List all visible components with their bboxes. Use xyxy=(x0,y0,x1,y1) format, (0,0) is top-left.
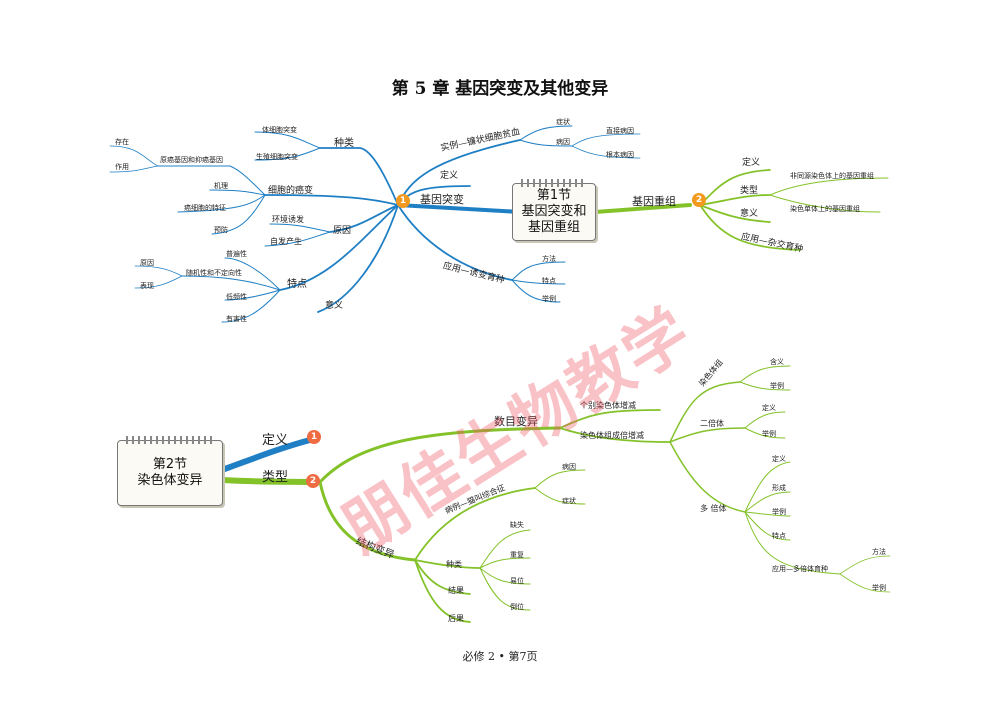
leaf-cause-1: 自发产生 xyxy=(270,237,302,246)
leaf-kinds-3: 倒位 xyxy=(510,603,524,611)
leaf-poly-4: 应用—多倍体育种 xyxy=(772,565,828,573)
badge-gene-mutation: 1 xyxy=(396,194,410,208)
section1-card-line1: 第1节 xyxy=(536,187,572,203)
leaf-example-0: 症状 xyxy=(556,118,570,126)
leaf-cancer-genes-1: 作用 xyxy=(115,163,129,171)
leaf-individual: 个别染色体增减 xyxy=(580,401,636,410)
section1-card-line2: 基因突变和 xyxy=(521,203,587,219)
badge-s2-definition: 1 xyxy=(307,430,321,444)
leaf-recomb-type-1: 染色单体上的基因重组 xyxy=(790,205,860,213)
leaf-struct-example-1: 症状 xyxy=(562,497,576,505)
leaf-diploid-1: 举例 xyxy=(762,430,776,438)
leaf-recomb-2: 意义 xyxy=(740,209,759,219)
leaf-features-3: 有害性 xyxy=(226,315,247,323)
node-definition: 定义 xyxy=(440,171,459,181)
node-s2-types: 类型 xyxy=(262,470,289,485)
leaf-random-0: 原因 xyxy=(140,259,154,267)
node-polyploid: 多 倍体 xyxy=(700,504,727,513)
node-s2-definition: 定义 xyxy=(262,433,289,448)
leaf-cause-root: 根本病因 xyxy=(606,151,634,159)
section1-card-line3: 基因重组 xyxy=(527,220,580,236)
node-features: 特点 xyxy=(287,279,307,290)
node-cause: 原因 xyxy=(333,226,352,236)
leaf-recomb-1: 类型 xyxy=(740,186,759,196)
leaf-cancer-2: 预防 xyxy=(214,226,228,234)
leaf-cs-0: 含义 xyxy=(770,358,784,366)
page-footer: 必修 2 • 第7页 xyxy=(462,650,538,663)
section1-card: 第1节 基因突变和 基因重组 xyxy=(512,179,596,241)
leaf-cancer-0: 机理 xyxy=(214,182,228,190)
leaf-recomb-0: 定义 xyxy=(742,158,761,168)
leaf-poly-2: 举例 xyxy=(772,508,786,516)
leaf-cause-direct: 直接病因 xyxy=(606,127,634,135)
leaf-poly-app-0: 方法 xyxy=(872,548,886,556)
leaf-features-1: 随机性和不定向性 xyxy=(186,269,242,277)
leaf-kinds-1: 重复 xyxy=(510,551,524,559)
leaf-cancer-genes-0: 存在 xyxy=(115,138,129,146)
leaf-poly-0: 定义 xyxy=(772,455,786,463)
leaf-cancer-genes: 原癌基因和抑癌基因 xyxy=(160,156,223,164)
leaf-features-0: 普遍性 xyxy=(226,250,247,258)
leaf-random-1: 表现 xyxy=(140,282,154,290)
node-gene-mutation: 基因突变 xyxy=(420,193,464,206)
section2-card: 第2节 染色体变异 xyxy=(117,436,223,506)
node-recombination: 基因重组 xyxy=(632,195,676,208)
leaf-poly-1: 形成 xyxy=(772,484,786,492)
leaf-cancer-1: 癌细胞的特征 xyxy=(184,204,226,212)
node-consequence: 后果 xyxy=(448,614,464,623)
leaf-example-1: 病因 xyxy=(556,138,570,146)
leaf-diploid-0: 定义 xyxy=(762,404,776,412)
node-diploid: 二倍体 xyxy=(700,419,724,428)
badge-s2-types: 2 xyxy=(306,474,320,488)
node-types: 种类 xyxy=(334,138,354,149)
page-title: 第 5 章 基因突变及其他变异 xyxy=(391,79,609,99)
leaf-app-0: 方法 xyxy=(542,255,556,263)
leaf-recomb-type-0: 非同源染色体上的基因重组 xyxy=(790,172,874,180)
leaf-features-2: 低频性 xyxy=(226,293,247,301)
section2-card-line1: 第2节 xyxy=(152,456,188,472)
node-meaning: 意义 xyxy=(325,301,344,311)
leaf-types-1: 生殖细胞突变 xyxy=(256,153,298,161)
node-kinds: 种类 xyxy=(446,560,462,569)
leaf-app-1: 特点 xyxy=(542,277,556,285)
leaf-kinds-2: 易位 xyxy=(510,577,524,585)
leaf-struct-example-0: 病因 xyxy=(562,463,576,471)
leaf-cs-1: 举例 xyxy=(770,382,784,390)
leaf-group: 染色体组成倍增减 xyxy=(580,431,644,440)
leaf-cause-0: 环境诱发 xyxy=(272,215,304,224)
badge-recombination: 2 xyxy=(692,193,706,207)
leaf-kinds-0: 缺失 xyxy=(510,521,524,529)
node-cancer: 细胞的癌变 xyxy=(268,186,314,196)
leaf-poly-app-1: 举例 xyxy=(872,584,886,592)
section2-card-line2: 染色体变异 xyxy=(137,473,203,488)
node-numeric: 数目变异 xyxy=(494,415,538,428)
leaf-types-0: 体细胞突变 xyxy=(262,126,297,134)
leaf-app-2: 举例 xyxy=(542,295,556,303)
leaf-poly-3: 特点 xyxy=(772,532,786,540)
node-result: 结果 xyxy=(448,586,464,595)
